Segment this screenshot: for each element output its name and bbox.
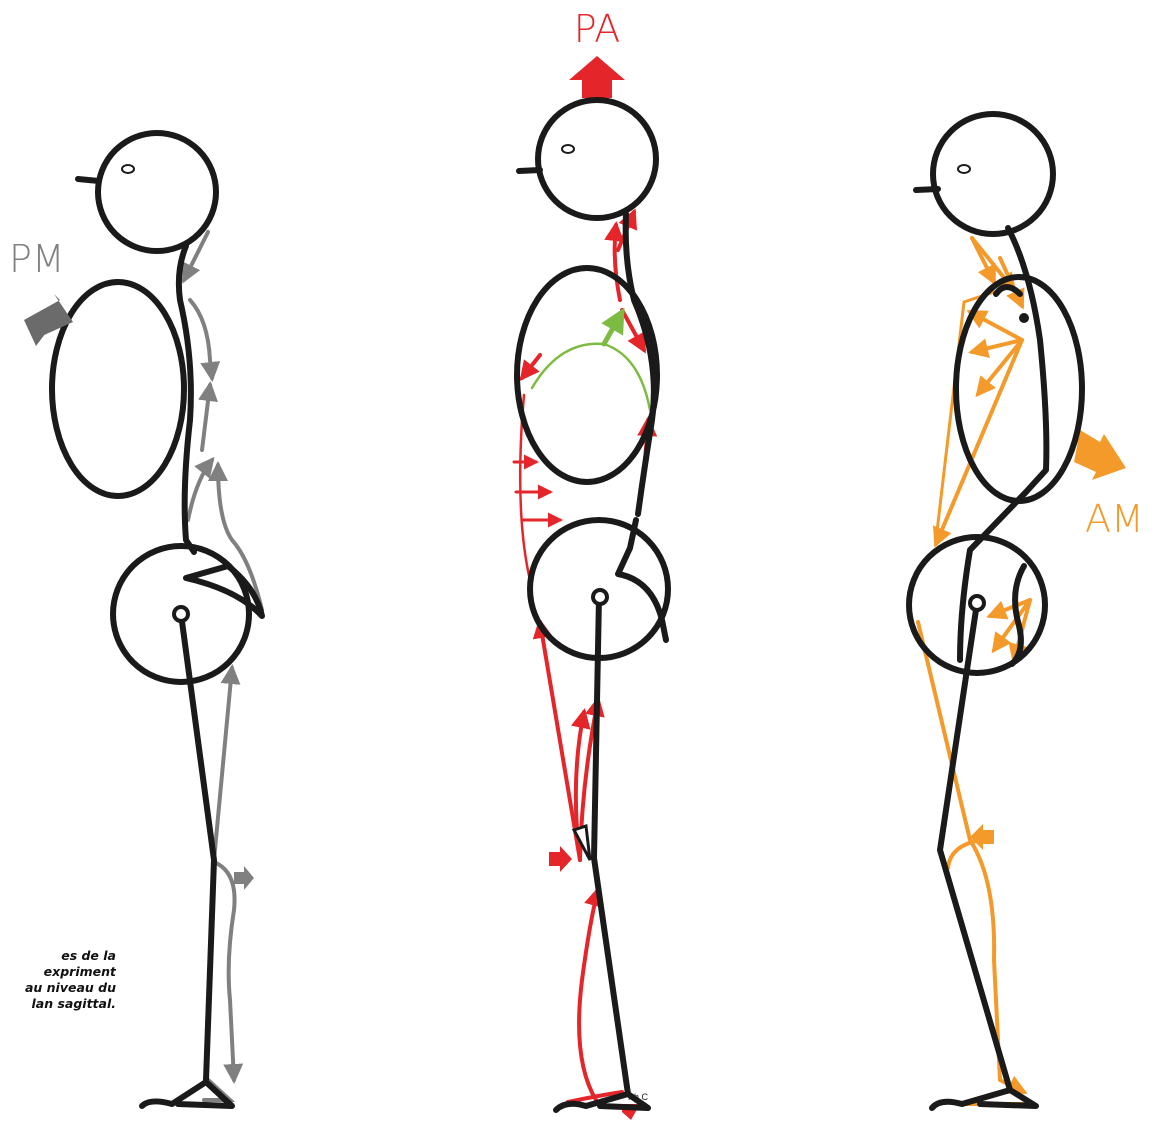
- figure-pa: PA: [514, 7, 668, 1120]
- pm-arrow-thigh: [214, 668, 232, 860]
- pa-leg: [594, 597, 628, 1094]
- am-arrow-leg: [918, 622, 1024, 1092]
- pa-head: [538, 100, 656, 218]
- am-label: AM: [1085, 497, 1144, 541]
- pm-arrow-dorsal-2: [202, 385, 210, 450]
- pa-nose: [519, 170, 540, 171]
- signature: Ph.C: [628, 1092, 649, 1102]
- pa-diaphragm-arc: [532, 344, 650, 410]
- pm-foot: [142, 1082, 232, 1106]
- caption-line-1: es de la: [0, 948, 116, 964]
- am-foot: [932, 1090, 1036, 1108]
- caption: es de la expriment au niveau du lan sagi…: [0, 948, 116, 1012]
- pa-spine: [626, 214, 654, 514]
- caption-line-3: au niveau du: [0, 980, 116, 996]
- am-shoulder: [996, 287, 1020, 294]
- pm-hip-joint: [174, 607, 188, 621]
- pm-knee-arrow: [234, 866, 254, 890]
- pm-direction-arrow: [24, 294, 73, 346]
- pm-label: PM: [9, 237, 65, 281]
- pa-arrow-neck-up: [615, 225, 620, 300]
- am-nose: [916, 189, 938, 190]
- caption-line-4: lan sagittal.: [0, 996, 116, 1012]
- figure-am: AM: [909, 114, 1144, 1108]
- pa-label: PA: [574, 7, 620, 51]
- pa-knee-arrow: [549, 846, 572, 872]
- pm-thorax: [52, 282, 184, 496]
- pm-nose: [78, 179, 99, 181]
- am-shoulder-joint: [1019, 313, 1029, 323]
- caption-line-2: expriment: [0, 964, 116, 980]
- am-sacrum: [1012, 566, 1024, 664]
- am-hip-joint: [970, 596, 984, 610]
- am-head: [933, 114, 1053, 234]
- pm-arrow-lumbar: [188, 460, 212, 520]
- pa-arrow-front-chest: [522, 355, 540, 378]
- pm-arrow-calf: [214, 862, 235, 1080]
- am-direction-arrow: [1074, 430, 1126, 480]
- pm-arrow-dorsal-1: [190, 300, 212, 378]
- pa-arrow-thigh-front: [540, 622, 580, 860]
- pa-green-arrow: [604, 312, 622, 344]
- am-arrow-chest-1: [970, 312, 1022, 340]
- am-thorax: [956, 277, 1082, 501]
- pm-head: [98, 133, 216, 251]
- pa-direction-arrow: [569, 56, 625, 98]
- am-knee-arc: [948, 840, 980, 868]
- pa-skeleton: [517, 100, 668, 1110]
- pa-arrow-calf: [579, 890, 598, 1100]
- pa-hip-joint: [593, 590, 607, 604]
